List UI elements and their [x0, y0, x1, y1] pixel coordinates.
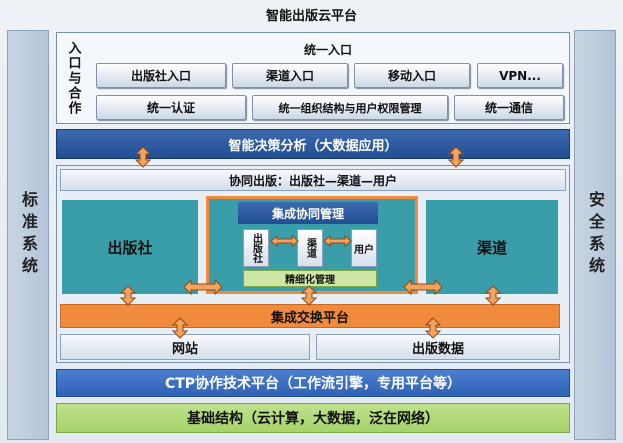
integration-item-user[interactable]: 用户 [351, 229, 377, 267]
unified-org-permission-button[interactable]: 统一组织结构与用户权限管理 [252, 95, 448, 120]
security-system-panel: 安全系统 [574, 30, 616, 440]
publishing-data-block: 出版数据 [316, 334, 560, 360]
diagram-title: 智能出版云平台 [265, 8, 357, 24]
double-arrow-icon [119, 285, 137, 306]
double-arrow-icon [484, 285, 502, 306]
standard-system-panel: 标准系统 [7, 30, 49, 440]
double-arrow-icon [403, 278, 443, 296]
double-arrow-icon [424, 317, 442, 339]
entry-cooperation-label: 入口与合作 [65, 40, 81, 116]
publisher-block: 出版社 [60, 198, 200, 296]
collab-publishing-header: 协同出版：出版社—渠道—用户 [60, 169, 566, 191]
unified-auth-button[interactable]: 统一认证 [96, 95, 246, 120]
double-arrow-icon [447, 146, 465, 168]
double-arrow-icon [270, 234, 299, 248]
double-arrow-icon [300, 285, 318, 306]
unified-entry-header: 统一入口 [303, 42, 352, 57]
double-arrow-icon [323, 234, 352, 248]
website-block: 网站 [60, 334, 310, 360]
publisher-entry-button[interactable]: 出版社入口 [96, 63, 226, 88]
mobile-entry-button[interactable]: 移动入口 [354, 63, 470, 88]
integration-item-channel[interactable]: 渠道 [297, 229, 323, 267]
double-arrow-icon [183, 278, 223, 296]
integration-management-title: 集成协同管理 [238, 202, 378, 224]
channel-entry-button[interactable]: 渠道入口 [232, 63, 348, 88]
vpn-entry-button[interactable]: VPN... [477, 63, 563, 88]
double-arrow-icon [171, 317, 189, 339]
ctp-platform-bar: CTP协作技术平台（工作流引擎，专用平台等） [56, 369, 570, 397]
infrastructure-bar: 基础结构（云计算，大数据，泛在网络） [56, 403, 570, 433]
double-arrow-icon [134, 146, 152, 168]
integration-item-publisher[interactable]: 出版社 [243, 229, 269, 267]
unified-comm-button[interactable]: 统一通信 [454, 95, 564, 120]
